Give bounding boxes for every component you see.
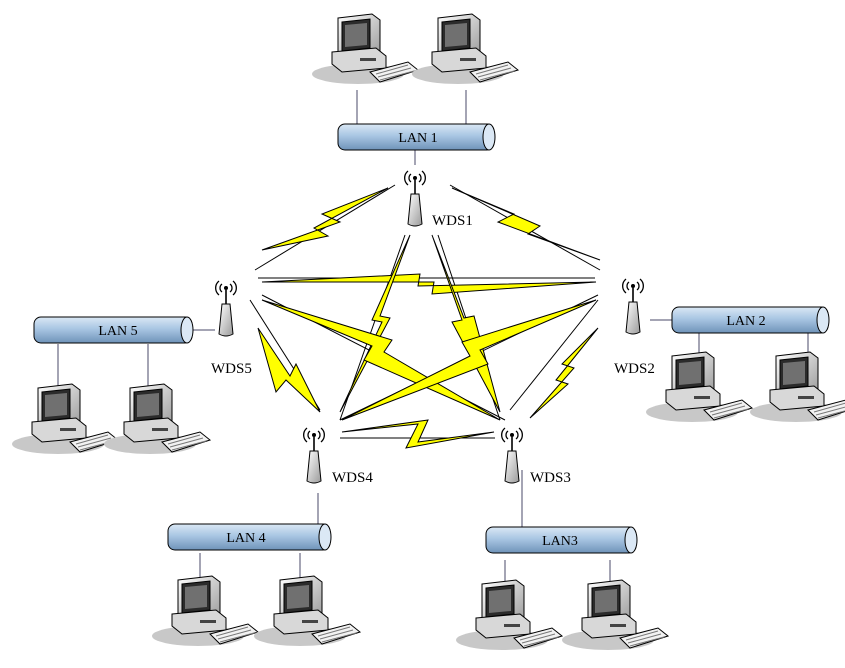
computer-icon <box>11 383 119 455</box>
wds2-label: WDS2 <box>614 361 655 377</box>
computer-icon <box>561 579 669 651</box>
wds1-label: WDS1 <box>432 213 473 229</box>
wds5-label: WDS5 <box>211 361 252 377</box>
computer-icon <box>645 351 753 423</box>
computer-icon <box>455 579 563 651</box>
wds5-antenna-icon <box>214 280 238 337</box>
wds4-antenna-icon <box>302 427 326 484</box>
wireless-bolts <box>257 187 601 449</box>
lan-4-label: LAN 4 <box>226 531 265 546</box>
wired-links <box>57 90 809 585</box>
bolt-wds5-wds2 <box>261 273 597 295</box>
bolt-wds1-wds4 <box>339 234 411 413</box>
bolt-wds2-wds3 <box>529 327 599 419</box>
lan-5-computers <box>11 383 211 455</box>
lan-4-computers <box>151 575 361 647</box>
wds1-access-point: WDS1 <box>403 170 473 229</box>
lan-5: LAN 5 <box>33 316 194 344</box>
wds2-access-point: WDS2 <box>614 278 655 377</box>
bolt-wds1-wds3 <box>431 234 501 413</box>
bolt-wds2-wds4 <box>341 299 597 421</box>
lan-2-computers <box>645 351 845 423</box>
bolt-wds1-wds2 <box>451 187 601 261</box>
wds2-antenna-icon <box>621 278 645 335</box>
bolt-wds5-wds3 <box>261 299 501 421</box>
lan-1: LAN 1 <box>337 123 496 151</box>
lan-3-label: LAN3 <box>542 534 578 549</box>
wds3-antenna-icon <box>500 427 524 484</box>
wds1-antenna-icon <box>403 170 427 227</box>
lan-5-label: LAN 5 <box>98 324 137 339</box>
lan-3: LAN3 <box>485 526 638 554</box>
computer-icon <box>749 351 845 423</box>
computer-icon <box>311 13 419 85</box>
wds4-access-point: WDS4 <box>302 427 373 486</box>
lan-2: LAN 2 <box>671 306 830 334</box>
bolt-wds1-wds5 <box>261 187 389 251</box>
wds3-access-point: WDS3 <box>500 427 571 486</box>
bolt-wds4-wds3 <box>341 419 495 449</box>
lan-2-label: LAN 2 <box>726 314 765 329</box>
wds3-label: WDS3 <box>530 470 571 486</box>
wds4-label: WDS4 <box>332 470 373 486</box>
wds5-access-point: WDS5 <box>211 280 252 377</box>
bolt-wds5-wds4 <box>257 327 321 413</box>
computer-icon <box>253 575 361 647</box>
lan-1-label: LAN 1 <box>398 131 437 146</box>
computer-icon <box>151 575 259 647</box>
lan-4: LAN 4 <box>167 523 332 551</box>
computer-icon <box>103 383 211 455</box>
lan-3-computers <box>455 579 669 651</box>
computer-icon <box>411 13 519 85</box>
lan-1-computers <box>311 13 519 85</box>
